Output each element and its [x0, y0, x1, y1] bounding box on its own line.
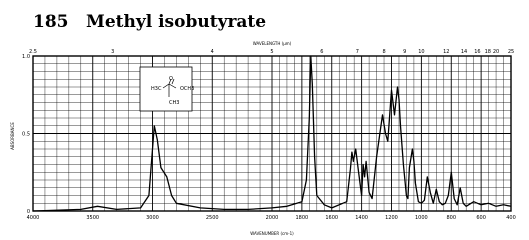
structure-label-ch3: CH3 [169, 100, 179, 106]
y-tick-labels: 0 0.5 1.0 [22, 54, 30, 215]
x-tick-label: 1200 [385, 215, 398, 221]
structure-label-h3c: H3C [151, 86, 162, 92]
y-tick-label: 1.0 [22, 54, 30, 60]
top-tick-label: 4 [211, 49, 214, 55]
top-tick-label: 12 [443, 49, 449, 55]
x-tick-label: 600 [476, 215, 486, 221]
x-tick-label: 1400 [355, 215, 368, 221]
x-axis-label: WAVENUMBER (cm-1) [250, 231, 294, 236]
x-tick-label: 4000 [27, 215, 40, 221]
structure-box [139, 66, 193, 112]
top-tick-label: 18 [485, 49, 491, 55]
compound-name: Methyl isobutyrate [86, 12, 267, 32]
structure-bonds [162, 78, 177, 97]
y-tick-label: 0 [27, 209, 30, 215]
top-tick-label: 5 [270, 49, 273, 55]
top-tick-label: 7 [356, 49, 359, 55]
chart-marks [32, 55, 512, 212]
y-tick-label: 0.5 [22, 132, 30, 138]
x-tick-label: 2000 [266, 215, 279, 221]
x-tick-label: 3500 [86, 215, 99, 221]
x-tick-label: 2500 [206, 215, 219, 221]
top-axis-label: WAVELENGTH (μm) [253, 41, 292, 46]
x-tick-label: 800 [446, 215, 456, 221]
top-tick-label: 14 [461, 49, 467, 55]
top-tick-label: 2.5 [29, 49, 37, 55]
top-tick-label: 25 [508, 49, 514, 55]
top-tick-label: 10 [418, 49, 424, 55]
top-tick-label: 6 [320, 49, 323, 55]
structure-double-bond [171, 78, 175, 85]
top-tick-label: 3 [111, 49, 114, 55]
x-tick-label: 3000 [146, 215, 159, 221]
top-tick-label: 16 [474, 49, 480, 55]
top-tick-label: 8 [382, 49, 385, 55]
top-tick-label: 9 [403, 49, 406, 55]
x-tick-label: 1800 [296, 215, 309, 221]
x-tick-label: 1600 [325, 215, 338, 221]
plot-frame [32, 55, 512, 212]
top-tick-label: 20 [493, 49, 499, 55]
compound-number: 185 [33, 12, 69, 32]
spectrum-line [32, 55, 512, 212]
molecular-structure: H3C O OCH3 CH3 [139, 66, 194, 112]
y-axis-label: ABSORBANCE [10, 122, 15, 150]
chart-grid [32, 55, 512, 212]
x-tick-label: 400 [506, 215, 516, 221]
x-tick-labels: 4000 3500 3000 2500 2000 1800 1600 1400 1200 1000… [27, 215, 516, 221]
structure-label-och3: OCH3 [180, 86, 194, 92]
x-tick-label: 1000 [415, 215, 428, 221]
spectrum-header: 185 Methyl isobutyrate [0, 0, 529, 34]
